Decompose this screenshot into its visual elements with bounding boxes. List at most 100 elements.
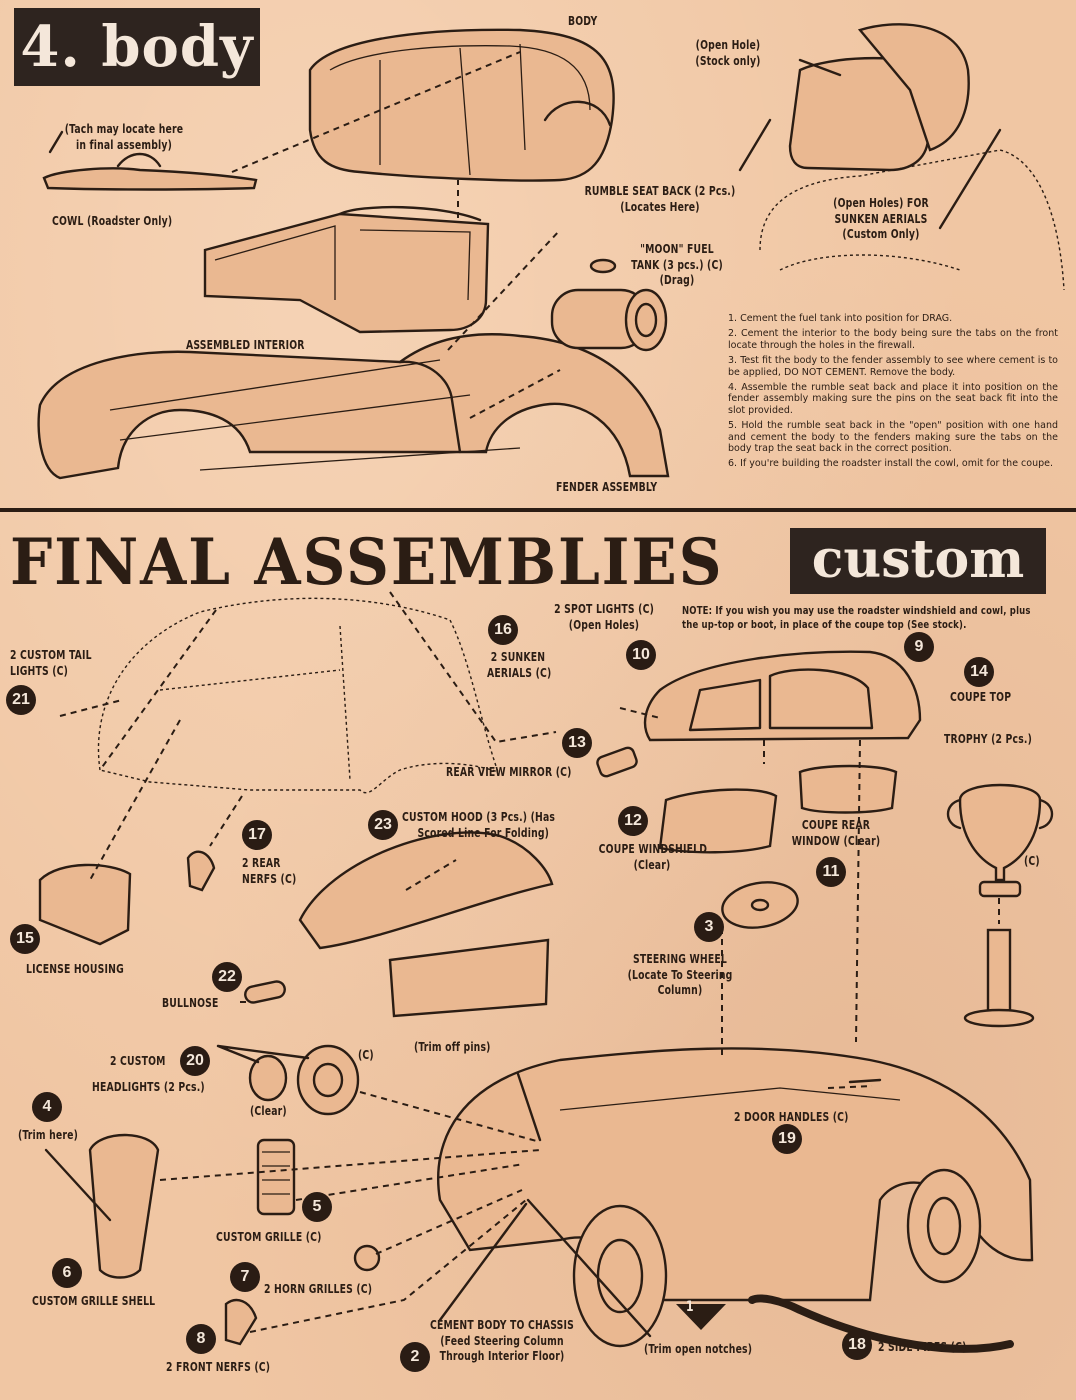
- label-license-housing: LICENSE HOUSING: [26, 962, 124, 976]
- part-number-7: 7: [230, 1262, 260, 1292]
- label-moon-tank: "MOON" FUEL TANK (3 pcs.) (C) (Drag): [630, 242, 725, 289]
- label-cement-line1: CEMENT BODY TO CHASSIS: [429, 1318, 575, 1332]
- label-holes-line1: (Open Holes) FOR: [833, 196, 929, 210]
- instruction-step: 6. If you're building the roadster insta…: [728, 458, 1054, 470]
- part-number-8: 8: [186, 1324, 216, 1354]
- label-rear-window-line2: WINDOW (Clear): [791, 833, 881, 848]
- label-aerials-line2: AERIALS (C): [487, 665, 552, 680]
- label-trophy-c: (C): [1024, 854, 1040, 868]
- label-coupe-top: COUPE TOP: [950, 690, 1012, 704]
- label-door-handles: 2 DOOR HANDLES (C): [734, 1110, 849, 1124]
- label-sunken-aerial-holes: (Open Holes) FOR SUNKEN AERIALS (Custom …: [827, 196, 935, 243]
- label-holes-line3: (Custom Only): [842, 227, 920, 242]
- label-steering-wheel: STEERING WHEEL (Locate To Steering Colum…: [627, 952, 734, 999]
- label-rear-nerfs: 2 REAR NERFS (C): [242, 856, 296, 887]
- trophy-drawing: [946, 783, 1054, 1028]
- part-number-9: 9: [904, 632, 934, 662]
- label-trim-notches: (Trim open notches): [644, 1342, 753, 1356]
- label-front-nerfs: 2 FRONT NERFS (C): [166, 1360, 271, 1374]
- label-cement-body: CEMENT BODY TO CHASSIS (Feed Steering Co…: [426, 1318, 577, 1365]
- instruction-step: 1. Cement the fuel tank into position fo…: [728, 313, 953, 324]
- part-number-18: 18: [842, 1330, 872, 1360]
- part-number-11: 11: [816, 857, 846, 887]
- label-custom-hood: CUSTOM HOOD (3 Pcs.) (Has Scored Line Fo…: [402, 810, 555, 841]
- phantom-body-drawing: [97, 597, 500, 794]
- label-windshield-line1: COUPE WINDSHIELD: [598, 842, 708, 856]
- open-hole-panel-drawing: [759, 23, 1065, 291]
- label-holes-line2: SUNKEN AERIALS: [834, 211, 928, 226]
- label-tail-lights-line1: 2 CUSTOM TAIL: [10, 648, 92, 662]
- coupe-top-drawing: [643, 650, 922, 742]
- label-open-hole-line1: (Open Hole): [695, 38, 761, 52]
- arrow-marker: [676, 1304, 726, 1330]
- label-tach: (Tach may locate here in final assembly): [52, 122, 196, 153]
- side-pipe-drawing: [748, 1294, 1014, 1353]
- part-number-2: 2: [400, 1342, 430, 1372]
- part-number-13: 13: [562, 728, 592, 758]
- part-number-14: 14: [964, 657, 994, 687]
- label-headlights-c: (C): [358, 1048, 374, 1062]
- part-number-3: 3: [694, 912, 724, 942]
- license-housing-drawing: [38, 863, 132, 946]
- part-number-4: 4: [32, 1092, 62, 1122]
- instruction-step: 4. Assemble the rumble seat back and pla…: [728, 382, 1058, 416]
- label-trim-pins: (Trim off pins): [414, 1040, 491, 1054]
- label-fender-assembly: FENDER ASSEMBLY: [556, 480, 658, 494]
- label-aerials-line1: 2 SUNKEN: [490, 650, 546, 664]
- label-custom-grille: CUSTOM GRILLE (C): [216, 1230, 322, 1244]
- label-rear-view-mirror: REAR VIEW MIRROR (C): [446, 765, 572, 779]
- label-windshield-line2: (Clear): [633, 857, 671, 872]
- label-horn-grilles: 2 HORN GRILLES (C): [264, 1282, 373, 1296]
- part-number-5: 5: [302, 1192, 332, 1222]
- part-number-10: 10: [626, 640, 656, 670]
- label-cement-line3: Through Interior Floor): [439, 1349, 565, 1364]
- cowl-drawing: [42, 152, 258, 191]
- grille-drawing: [88, 850, 381, 1346]
- label-rumble-line2: (Locates Here): [620, 199, 700, 214]
- label-trophy: TROPHY (2 Pcs.): [944, 732, 1033, 746]
- label-open-hole-line2: (Stock only): [695, 53, 761, 68]
- label-tach-line2: in final assembly): [75, 137, 173, 152]
- label-cement-line2: (Feed Steering Column: [440, 1333, 564, 1348]
- label-spot-lights-line1: 2 SPOT LIGHTS (C): [554, 602, 654, 616]
- label-steering-line1: STEERING WHEEL: [633, 952, 727, 966]
- instruction-steps: 1. Cement the fuel tank into position fo…: [728, 313, 1058, 474]
- label-cowl: COWL (Roadster Only): [52, 214, 173, 228]
- label-grille-shell: CUSTOM GRILLE SHELL: [32, 1294, 156, 1308]
- fuel-tank-drawing: [550, 258, 668, 352]
- final-assemblies-title: FINAL ASSEMBLIES: [10, 525, 724, 600]
- label-side-pipes: 2 SIDE PIPES (C): [878, 1340, 967, 1354]
- label-sunken-aerials: 2 SUNKEN AERIALS (C): [487, 650, 552, 681]
- part-number-19: 19: [772, 1124, 802, 1154]
- part-number-20: 20: [180, 1046, 210, 1076]
- label-trim-here: (Trim here): [18, 1128, 79, 1142]
- label-spot-lights-line2: (Open Holes): [568, 617, 640, 632]
- instruction-step: 3. Test fit the body to the fender assem…: [728, 355, 1058, 378]
- label-coupe-windshield: COUPE WINDSHIELD (Clear): [598, 842, 708, 873]
- part-number-1: 1: [686, 1299, 694, 1315]
- body-shell-drawing: [308, 28, 615, 182]
- label-steering-line3: Column): [657, 983, 703, 998]
- headlights-drawing: [248, 1044, 360, 1116]
- section4-leader-lines: [48, 51, 1002, 419]
- label-assembled-interior: ASSEMBLED INTERIOR: [186, 338, 305, 352]
- label-headlights-line1: 2 CUSTOM: [110, 1054, 166, 1068]
- part-number-12: 12: [618, 806, 648, 836]
- part-number-15: 15: [10, 924, 40, 954]
- final-leader-lines: [44, 591, 873, 1338]
- label-body: BODY: [568, 14, 598, 28]
- label-moon-line1: "MOON" FUEL: [640, 242, 714, 256]
- label-tach-line1: (Tach may locate here: [64, 122, 184, 136]
- note-text: NOTE: If you wish you may use the roadst…: [682, 604, 1031, 632]
- label-tail-lights-line2: LIGHTS (C): [10, 663, 69, 678]
- part-number-17: 17: [242, 820, 272, 850]
- fender-assembly-drawing: [37, 333, 670, 480]
- label-rear-nerfs-line1: 2 REAR: [242, 856, 281, 870]
- label-rumble-seat: RUMBLE SEAT BACK (2 Pcs.) (Locates Here): [574, 184, 746, 215]
- custom-badge: custom: [790, 528, 1046, 594]
- label-headlights-line2: HEADLIGHTS (2 Pcs.): [92, 1080, 205, 1094]
- label-coupe-rear-window: COUPE REAR WINDOW (Clear): [790, 818, 883, 849]
- label-tail-lights: 2 CUSTOM TAIL LIGHTS (C): [10, 648, 92, 679]
- label-hood-line1: CUSTOM HOOD (3 Pcs.) (Has: [402, 810, 556, 824]
